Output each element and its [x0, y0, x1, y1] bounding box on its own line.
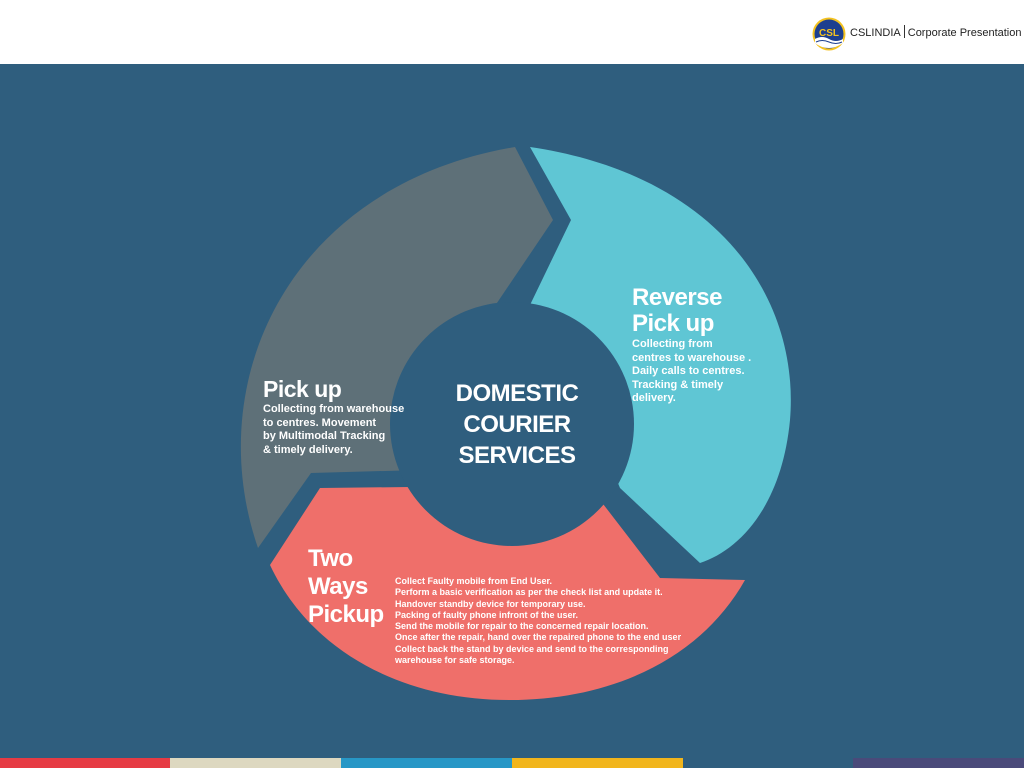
footer-bar-segment: [512, 758, 683, 768]
center-circle: [390, 302, 634, 546]
footer-bar-segment: [0, 758, 170, 768]
header: CSL CSLINDIA Corporate Presentation: [0, 0, 1024, 64]
pick-up-title: Pick up: [263, 376, 342, 402]
brand-name: CSLINDIA: [850, 27, 901, 39]
footer-bar-segment: [170, 758, 341, 768]
logo-lettering: CSL: [819, 28, 839, 39]
reverse-pick-up-description: Collecting from centres to warehouse . D…: [632, 338, 752, 404]
brand-divider: [903, 25, 905, 38]
brand: CSLINDIA Corporate Presentation: [850, 25, 1021, 40]
two-ways-pickup-description: Collect Faulty mobile from End User. Per…: [395, 576, 682, 666]
csl-logo-icon: CSL: [812, 17, 846, 51]
segment-pick-up: [240, 147, 553, 548]
footer-bar-segment: [341, 758, 512, 768]
center-title: DOMESTIC COURIER SERVICES: [455, 380, 579, 469]
segment-two-ways-pickup: [270, 487, 745, 700]
segment-reverse-pick-up: [530, 147, 791, 563]
cycle-diagram: [240, 147, 791, 700]
pick-up-label: Pick up Collecting from warehouse to cen…: [263, 376, 433, 457]
brand-subtitle: Corporate Presentation: [907, 27, 1022, 39]
footer-bar-segment: [853, 758, 1024, 768]
slide-stage: Pick up Collecting from warehouse to cen…: [0, 64, 1024, 758]
footer-color-bar: [0, 758, 1024, 768]
footer-bar-segment: [683, 758, 853, 768]
reverse-pick-up-label: Reverse Pick up Collecting from centres …: [632, 285, 772, 406]
two-ways-pickup-title: Two Ways Pickup: [308, 545, 384, 628]
pick-up-description: Collecting from warehouse to centres. Mo…: [263, 403, 405, 456]
two-ways-pickup-label: Two Ways Pickup: [308, 545, 398, 629]
reverse-pick-up-title: Reverse Pick up: [632, 284, 722, 337]
